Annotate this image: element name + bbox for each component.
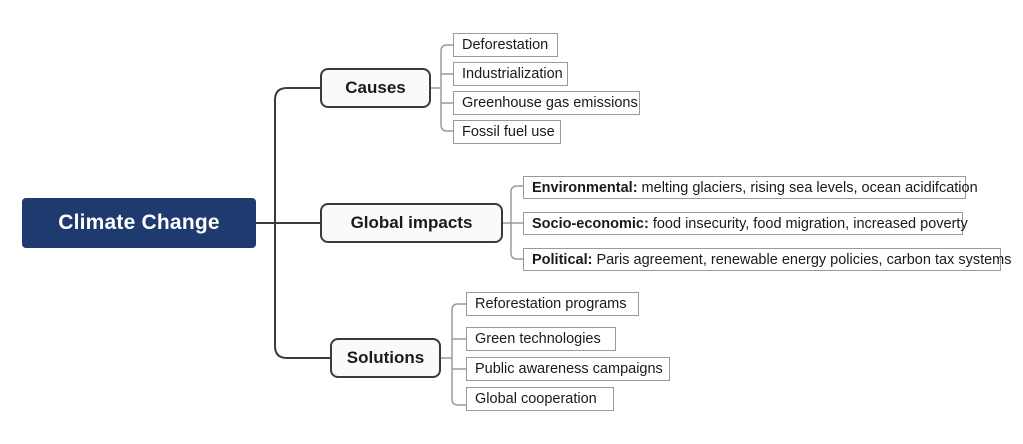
leaf-text-environmental: melting glaciers, rising sea levels, oce… bbox=[641, 179, 978, 196]
leaf-node-greenhouse-gas-emissions[interactable]: Greenhouse gas emissions bbox=[453, 91, 640, 115]
leaf-label-environmental: Environmental: bbox=[532, 179, 638, 196]
leaf-node-political-impacts[interactable]: Political: Paris agreement, renewable en… bbox=[523, 248, 1012, 271]
leaf-node-reforestation-programs[interactable]: Reforestation programs bbox=[466, 292, 639, 316]
root-node-climate-change[interactable]: Climate Change bbox=[22, 198, 256, 248]
leaf-node-green-technologies[interactable]: Green technologies bbox=[466, 327, 616, 351]
leaf-node-environmental-impacts[interactable]: Environmental: melting glaciers, rising … bbox=[523, 176, 978, 199]
leaf-node-public-awareness-campaigns[interactable]: Public awareness campaigns bbox=[466, 357, 670, 381]
leaf-text-political: Paris agreement, renewable energy polici… bbox=[596, 251, 1012, 268]
branch-node-solutions[interactable]: Solutions bbox=[330, 338, 441, 378]
leaf-node-fossil-fuel-use[interactable]: Fossil fuel use bbox=[453, 120, 561, 144]
branch-node-global-impacts[interactable]: Global impacts bbox=[320, 203, 503, 243]
leaf-node-deforestation[interactable]: Deforestation bbox=[453, 33, 558, 57]
branch-node-causes[interactable]: Causes bbox=[320, 68, 431, 108]
leaf-node-socio-economic-impacts[interactable]: Socio-economic: food insecurity, food mi… bbox=[523, 212, 968, 235]
leaf-node-global-cooperation[interactable]: Global cooperation bbox=[466, 387, 614, 411]
leaf-label-political: Political: bbox=[532, 251, 593, 268]
leaf-text-socio-economic: food insecurity, food migration, increas… bbox=[652, 215, 968, 232]
leaf-label-socio-economic: Socio-economic: bbox=[532, 215, 649, 232]
leaf-node-industrialization[interactable]: Industrialization bbox=[453, 62, 568, 86]
